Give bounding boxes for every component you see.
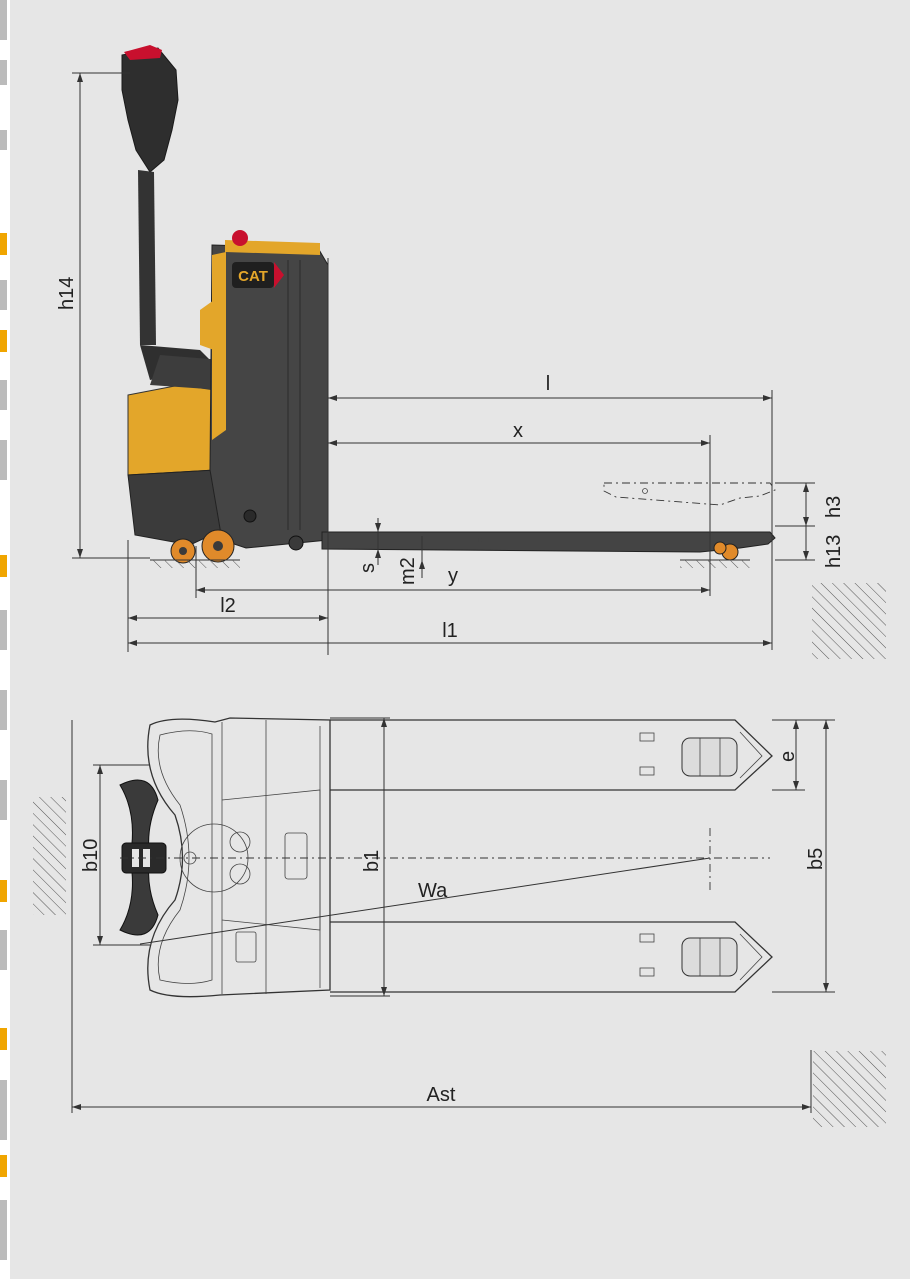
label-wa: Wa	[418, 880, 448, 902]
margin-tick	[0, 440, 7, 480]
dimension-h14: h14	[56, 72, 150, 559]
label-y: y	[448, 565, 458, 587]
dimension-e: e	[772, 719, 835, 791]
dimension-m2: m2	[397, 536, 425, 585]
label-l2: l2	[220, 595, 236, 617]
margin-tick-accent	[0, 880, 7, 902]
margin-tick-accent	[0, 555, 7, 577]
label-b5: b5	[805, 848, 827, 870]
margin-tick	[0, 380, 7, 410]
label-x: x	[513, 420, 523, 442]
dimension-y: y	[195, 546, 710, 598]
dimension-l2: l2	[127, 540, 328, 652]
label-ast: Ast	[427, 1084, 456, 1106]
fork-lowered	[321, 531, 776, 553]
drive-wheels	[170, 529, 739, 564]
margin-tick-accent	[0, 330, 7, 352]
label-e: e	[777, 751, 799, 762]
dimension-h3-h13: h3 h13	[775, 482, 845, 568]
dimension-x: x	[328, 420, 711, 596]
margin-tick	[0, 60, 7, 85]
tiller-grip-top	[119, 779, 167, 936]
fork-left-top	[330, 719, 773, 791]
margin-tick	[0, 130, 7, 150]
fork-raised	[603, 482, 776, 506]
margin-tick	[0, 780, 7, 820]
label-m2: m2	[397, 557, 419, 585]
dimension-l: l	[327, 258, 773, 655]
pallet-truck-dimension-drawing: CAT	[33, 45, 886, 1127]
label-b1: b1	[361, 850, 383, 872]
margin-tick	[0, 0, 7, 40]
truck-body: CAT	[127, 230, 329, 551]
dimension-b1: b1	[330, 717, 390, 997]
label-l: l	[546, 373, 550, 395]
margin-tick	[0, 690, 7, 730]
tiller-handle	[121, 45, 215, 380]
dimension-wa: Wa	[139, 857, 711, 945]
dimension-l1: l1	[128, 620, 772, 646]
dimension-b5: b5	[772, 720, 835, 993]
margin-tick	[0, 1200, 7, 1260]
top-view: Wa b10 b1 e	[33, 717, 886, 1127]
dimension-drawing-canvas: CAT	[20, 5, 910, 1279]
label-h14: h14	[56, 277, 78, 310]
margin-tick	[0, 1080, 7, 1140]
label-h3: h3	[823, 496, 845, 518]
fork-right-top	[330, 921, 773, 993]
margin-tick	[0, 930, 7, 970]
dimension-ast: Ast	[71, 720, 886, 1127]
margin-tick-accent	[0, 1028, 7, 1050]
label-h13: h13	[823, 535, 845, 568]
margin-tick	[0, 610, 7, 650]
dimension-b10: b10	[33, 764, 150, 946]
label-s: s	[357, 563, 379, 573]
ground-hatching	[150, 559, 886, 659]
chassis-outline	[147, 717, 331, 998]
margin-tick-accent	[0, 233, 7, 255]
label-b10: b10	[80, 839, 102, 872]
label-l1: l1	[442, 620, 458, 642]
cat-logo: CAT	[238, 268, 268, 285]
page-margin-strip	[0, 0, 10, 1279]
dimension-s: s	[357, 518, 381, 573]
margin-tick-accent	[0, 1155, 7, 1177]
margin-tick	[0, 280, 7, 310]
side-view: CAT	[56, 45, 886, 659]
